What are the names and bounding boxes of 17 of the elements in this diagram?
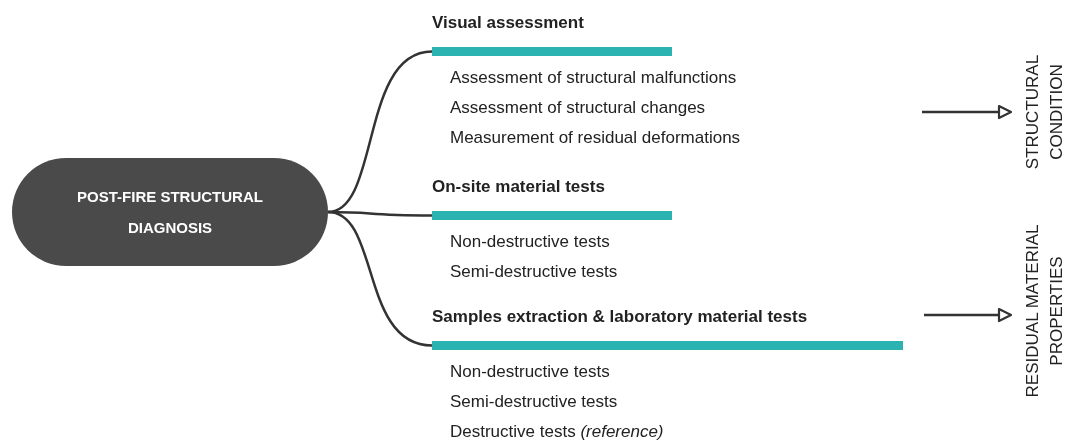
result-label: RESIDUAL MATERIAL PROPERTIES xyxy=(1022,223,1067,400)
branch-heading: On-site material tests xyxy=(432,176,605,198)
node-title: POST-FIRE STRUCTURAL DIAGNOSIS xyxy=(76,187,264,238)
arrow xyxy=(922,104,1013,120)
list-item: Semi-destructive tests xyxy=(450,391,619,413)
result-label: STRUCTURAL CONDITION xyxy=(1022,53,1067,172)
list-item: Semi-destructive tests xyxy=(450,261,618,283)
list-item: Assessment of structural malfunctions xyxy=(450,67,738,89)
list-item: Assessment of structural changes xyxy=(450,97,707,119)
branch-heading: Samples extraction & laboratory material tests xyxy=(432,306,808,328)
arrow xyxy=(924,307,1013,323)
connector-line xyxy=(327,210,433,347)
list-item: Measurement of residual deformations xyxy=(450,127,741,149)
list-item: Non-destructive tests xyxy=(450,361,611,383)
branch-heading: Visual assessment xyxy=(432,12,584,34)
list-item: Non-destructive tests xyxy=(450,231,611,253)
list-item: Destructive tests (reference) xyxy=(450,421,664,443)
